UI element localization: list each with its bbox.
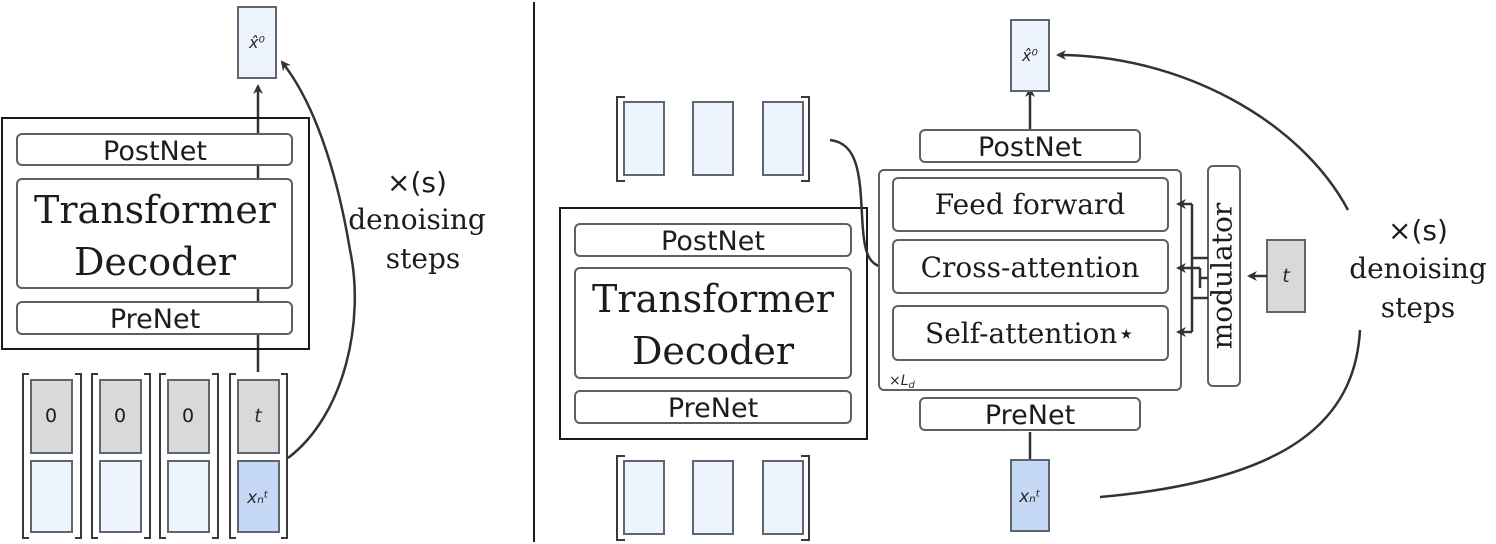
context-prenet-label: PreNet (668, 393, 758, 424)
modulator-box (1207, 165, 1241, 387)
modulator-label: modulator (1206, 202, 1239, 349)
right-output-label: x̂⁰ (1021, 46, 1038, 65)
context-transformer-box (574, 267, 852, 379)
denoiser-prenet-label: PreNet (985, 400, 1075, 431)
left-prenet-box (16, 301, 293, 335)
right-panel: PostNet Transformer Decoder PreNet x̂⁰ P… (559, 19, 1487, 541)
left-output-vector (237, 6, 277, 79)
time-token-vector (1266, 239, 1306, 313)
context-postnet-box (574, 223, 852, 257)
noise-vector-c (167, 460, 210, 533)
context-postnet-label: PostNet (661, 226, 765, 257)
left-output-label: x̂⁰ (248, 33, 265, 52)
right-steps-line2: denoising (1349, 252, 1487, 285)
self-attention-label: Self-attention⋆ (925, 317, 1135, 350)
token-0-b (99, 379, 142, 454)
context-prenet-box (574, 390, 852, 424)
left-transformer-line2: Decoder (74, 240, 237, 284)
context-vectors-top (616, 96, 810, 182)
token-t (237, 379, 280, 454)
left-prenet-label: PreNet (110, 304, 200, 335)
right-steps-line1: ×(s) (1388, 214, 1448, 247)
feed-forward-box (892, 177, 1169, 232)
context-transformer-line1: Transformer (592, 277, 835, 321)
left-decoder-block (1, 117, 310, 350)
token-label-0-c: 0 (182, 405, 194, 427)
left-input-columns: 0 0 0 t xₙᵗ (22, 373, 288, 539)
left-postnet-label: PostNet (103, 136, 207, 167)
left-postnet-box (16, 133, 293, 166)
left-panel: x̂⁰ PostNet Transformer Decoder PreNet 0… (1, 6, 486, 539)
right-denoise-loop-arrow (1058, 55, 1362, 499)
noisy-input-vector (237, 460, 280, 533)
right-steps-line3: steps (1381, 291, 1455, 324)
token-label-t: t (254, 405, 263, 427)
left-steps-line1: ×(s) (387, 166, 447, 199)
context-transformer-line2: Decoder (632, 329, 795, 373)
noise-vector-b (99, 460, 142, 533)
noisy-input-label: xₙᵗ (246, 488, 269, 508)
time-token-label: t (1282, 265, 1291, 287)
denoiser-prenet-box (919, 397, 1141, 431)
self-attention-box (892, 305, 1169, 361)
left-denoise-loop-arrow (280, 60, 356, 459)
left-transformer-line1: Transformer (34, 188, 277, 232)
repeat-count-label: ×Ld (889, 373, 916, 391)
context-vectors-bottom (616, 455, 810, 541)
token-label-0-a: 0 (45, 405, 57, 427)
cross-attention-box (892, 239, 1169, 294)
token-label-0-b: 0 (114, 405, 126, 427)
modulator-wiring (1176, 199, 1208, 337)
token-0-a (30, 379, 73, 454)
cross-attention-label: Cross-attention (921, 251, 1140, 284)
left-steps-line3: steps (386, 242, 460, 275)
right-noisy-input-vector (1010, 459, 1050, 532)
denoiser-postnet-label: PostNet (978, 132, 1082, 163)
noise-vector-a (30, 460, 73, 533)
context-to-cross-attention-arrow (829, 138, 890, 273)
token-0-c (167, 379, 210, 454)
right-noisy-input-label: xₙᵗ (1018, 487, 1041, 507)
denoiser-postnet-box (919, 129, 1141, 163)
context-decoder-block (559, 207, 868, 440)
left-steps-line2: denoising (348, 203, 486, 236)
left-transformer-box (16, 178, 293, 289)
feed-forward-label: Feed forward (935, 188, 1126, 221)
